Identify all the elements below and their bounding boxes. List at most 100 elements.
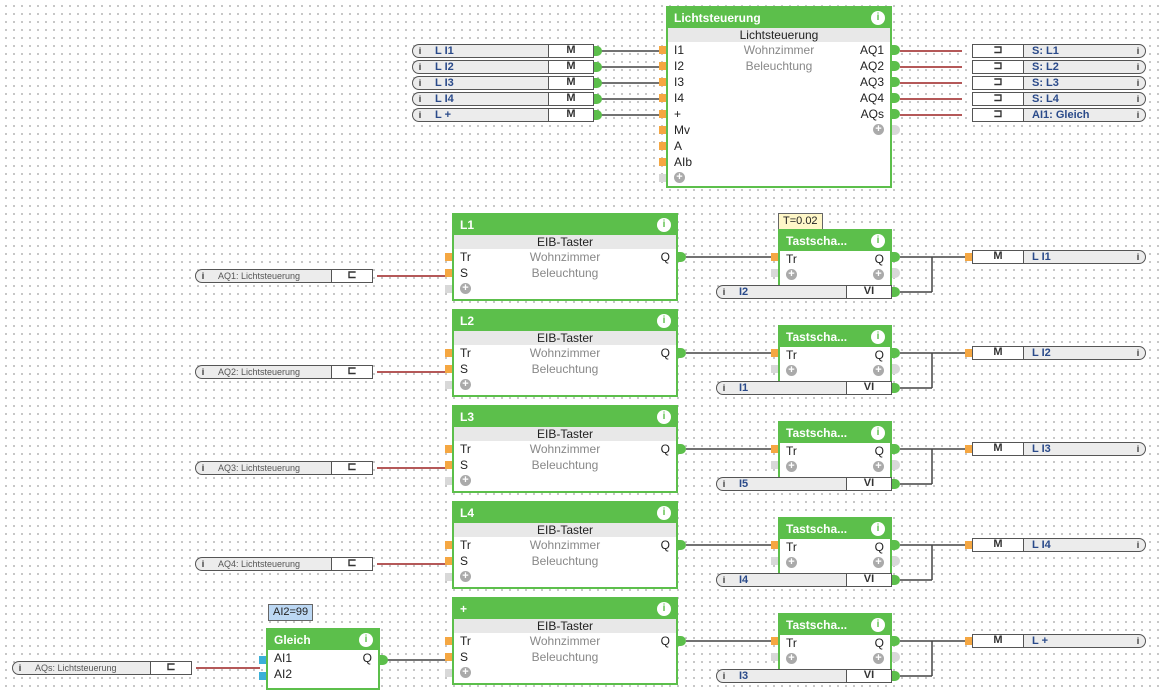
output-connector[interactable] (594, 110, 602, 120)
block-header[interactable]: Gleich i (268, 630, 378, 650)
info-icon[interactable]: i (1136, 94, 1140, 104)
add-input-icon[interactable]: + (460, 379, 471, 390)
input-connector[interactable] (771, 269, 778, 277)
input-connector[interactable] (771, 349, 778, 357)
block-header[interactable]: Tastscha...i (780, 327, 890, 347)
output-connector[interactable] (594, 62, 602, 72)
output-pin-q[interactable]: Q (660, 634, 670, 648)
info-icon[interactable]: i (201, 463, 205, 473)
input-connector[interactable] (659, 158, 666, 166)
output-connector[interactable] (892, 61, 900, 71)
add-input-icon[interactable]: + (786, 365, 797, 376)
info-icon[interactable]: i (1136, 110, 1140, 120)
input-connector[interactable] (965, 445, 972, 453)
input-pin-s[interactable]: S (460, 362, 469, 376)
add-input-icon[interactable]: + (786, 461, 797, 472)
input-pin[interactable]: AIb (674, 155, 693, 169)
info-icon[interactable]: i (657, 602, 671, 616)
input-connector[interactable] (659, 94, 666, 102)
output-pin[interactable]: AQ2 (859, 59, 884, 73)
input-pin[interactable]: A (674, 139, 683, 153)
output-connector[interactable] (594, 46, 602, 56)
info-icon[interactable]: i (1136, 348, 1140, 358)
info-icon[interactable]: i (418, 110, 422, 120)
input-pin-s[interactable]: S (460, 554, 469, 568)
block-header[interactable]: Tastscha...i (780, 519, 890, 539)
input-connector[interactable] (771, 461, 778, 469)
output-connector[interactable] (678, 444, 686, 454)
input-pin-s[interactable]: S (460, 650, 469, 664)
input-connector[interactable] (445, 381, 452, 389)
output-pin[interactable]: AQ1 (859, 43, 884, 57)
input-pin[interactable]: I1 (674, 43, 685, 57)
output-pin-q[interactable]: Q (660, 538, 670, 552)
output-pin-q[interactable]: Q (660, 250, 670, 264)
input-pin[interactable]: I3 (674, 75, 685, 89)
input-pin[interactable]: + (674, 107, 682, 121)
info-icon[interactable]: i (657, 314, 671, 328)
input-pin-tr[interactable]: Tr (460, 634, 471, 648)
info-icon[interactable]: i (722, 479, 726, 489)
output-connector[interactable] (892, 348, 900, 358)
info-icon[interactable]: i (201, 367, 205, 377)
output-connector[interactable] (892, 383, 900, 393)
input-connector[interactable] (445, 557, 452, 565)
info-icon[interactable]: i (201, 271, 205, 281)
input-connector[interactable] (445, 445, 452, 453)
output-connector[interactable] (892, 540, 900, 550)
info-icon[interactable]: i (1136, 636, 1140, 646)
input-connector[interactable] (659, 78, 666, 86)
input-connector[interactable] (771, 541, 778, 549)
info-icon[interactable]: i (418, 78, 422, 88)
info-icon[interactable]: i (657, 218, 671, 232)
output-connector[interactable] (892, 575, 900, 585)
info-icon[interactable]: i (871, 234, 885, 248)
info-icon[interactable]: i (418, 46, 422, 56)
output-connector[interactable] (892, 77, 900, 87)
add-output-icon[interactable]: + (873, 653, 884, 664)
input-pin-s[interactable]: S (460, 266, 469, 280)
input-connector[interactable] (445, 285, 452, 293)
info-icon[interactable]: i (1136, 78, 1140, 88)
info-icon[interactable]: i (871, 11, 885, 25)
input-pin[interactable]: I4 (674, 91, 685, 105)
input-connector[interactable] (965, 253, 972, 261)
block-header[interactable]: +i (454, 599, 676, 619)
input-connector[interactable] (659, 142, 666, 150)
input-pin-tr[interactable]: Tr (786, 252, 797, 266)
add-input-icon[interactable]: + (786, 557, 797, 568)
add-input-icon[interactable]: + (460, 283, 471, 294)
input-connector[interactable] (445, 573, 452, 581)
output-pin-q[interactable]: Q (874, 348, 884, 362)
info-icon[interactable]: i (1136, 252, 1140, 262)
output-connector[interactable] (892, 45, 900, 55)
output-connector[interactable] (892, 671, 900, 681)
input-connector[interactable] (771, 557, 778, 565)
add-input-icon[interactable]: + (786, 269, 797, 280)
output-connector[interactable] (892, 268, 900, 278)
output-connector[interactable] (892, 287, 900, 297)
input-pin-s[interactable]: S (460, 458, 469, 472)
info-icon[interactable]: i (871, 426, 885, 440)
